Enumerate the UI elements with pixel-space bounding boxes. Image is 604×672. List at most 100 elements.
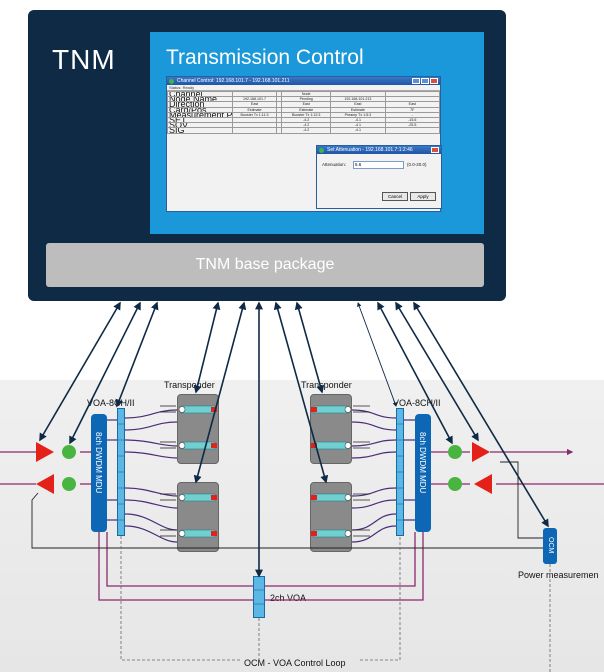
maximize-icon[interactable] <box>421 78 429 84</box>
fiber-line <box>265 532 416 587</box>
channel-fiber <box>124 409 178 419</box>
power-measurement-label: Power measuremen <box>518 570 599 580</box>
table-cell: SIG <box>167 127 234 134</box>
channel-fiber <box>351 421 397 431</box>
transponder-port <box>180 405 216 414</box>
port-client <box>344 406 352 413</box>
transponder-port <box>180 529 216 538</box>
port-client <box>344 494 352 501</box>
control-loop-line <box>360 536 401 661</box>
close-icon[interactable] <box>430 78 438 84</box>
minimize-icon[interactable] <box>412 78 420 84</box>
table-cell <box>275 127 283 134</box>
control-loop-label: OCM - VOA Control Loop <box>244 658 346 668</box>
management-link <box>193 301 247 484</box>
channel-fiber <box>124 451 178 459</box>
cancel-button[interactable]: Cancel <box>382 192 408 201</box>
channel-fiber <box>124 439 178 447</box>
app-icon <box>169 78 174 84</box>
window-buttons <box>430 147 439 156</box>
channel-fiber <box>124 487 178 497</box>
monitoring-tap <box>500 461 543 539</box>
port-client <box>178 494 186 501</box>
attenuation-input[interactable]: 5.6 <box>353 161 404 169</box>
channel-control-title: Channel Control: 192.168.101.7 - 192.168… <box>177 78 290 84</box>
close-icon[interactable] <box>431 147 439 153</box>
channel-fiber <box>351 525 397 543</box>
amplifier-icon <box>474 474 492 494</box>
port-line <box>311 531 317 536</box>
monitor-icon <box>62 477 76 491</box>
apply-button[interactable]: Apply <box>410 192 436 201</box>
amplifier-icon <box>36 442 54 462</box>
transponder-port <box>180 493 216 502</box>
port-client <box>344 530 352 537</box>
window-buttons <box>411 78 438 87</box>
channel-fiber <box>124 525 178 543</box>
fiber-line <box>98 532 253 601</box>
management-link <box>294 301 325 394</box>
management-link <box>377 301 453 445</box>
channel-fiber <box>351 409 397 419</box>
table-row: SIG-4.2-4.1 <box>167 127 440 134</box>
port-client <box>178 406 186 413</box>
channel-fiber <box>351 499 397 509</box>
management-link <box>413 301 549 528</box>
base-package-bar <box>46 243 484 287</box>
voa-ticks <box>117 423 404 605</box>
attenuation-titlebar: Set Attenuation - 192.168.101.7:1:2:46 <box>317 146 441 154</box>
tnm-title: TNM <box>52 44 116 75</box>
channel-control-titlebar: Channel Control: 192.168.101.7 - 192.168… <box>167 77 440 85</box>
port-line <box>211 531 217 536</box>
monitoring-taps <box>31 461 543 549</box>
transponder-ports <box>160 405 370 538</box>
channel-fiber <box>124 499 178 509</box>
base-package-label: TNM base package <box>195 256 335 273</box>
management-link <box>273 301 329 484</box>
status-bar: Status: Ready <box>167 85 440 91</box>
app-icon <box>319 147 324 153</box>
management-link <box>115 301 159 408</box>
channel-fiber <box>351 451 397 459</box>
port-line <box>311 495 317 500</box>
monitor-icon <box>62 445 76 459</box>
voa-2ch-label: 2ch VOA <box>270 593 307 603</box>
port-line <box>211 443 217 448</box>
channel-fiber <box>351 513 397 531</box>
table-cell <box>384 127 440 134</box>
channel-fiber <box>351 439 397 447</box>
control-loop <box>120 536 551 672</box>
amplifiers <box>36 442 492 494</box>
port-client <box>178 442 186 449</box>
attenuation-range: (0.0-20.0) <box>407 162 427 167</box>
management-link <box>357 302 397 407</box>
management-links <box>39 301 549 578</box>
monitor-icon <box>448 445 462 459</box>
transponder-port <box>180 441 216 450</box>
transponder-port <box>313 441 349 450</box>
channel-fibers <box>107 409 415 543</box>
table-row: Measurement PointBooster Tx 1:11:3Booste… <box>167 111 440 118</box>
fiber-line <box>265 532 424 601</box>
transponder-left-label: Transponder <box>164 380 215 390</box>
channel-fiber <box>351 487 397 497</box>
transponder-box <box>310 482 352 552</box>
transponder-port <box>313 529 349 538</box>
monitoring-tap <box>31 492 543 549</box>
attenuation-dialog-title: Set Attenuation - 192.168.101.7:1:2:46 <box>327 147 413 153</box>
monitor-icon <box>448 477 462 491</box>
channel-fiber <box>124 513 178 531</box>
amplifier-icon <box>472 442 490 462</box>
channel-fiber <box>124 421 178 431</box>
ocm-box <box>543 528 557 564</box>
transmission-control-title: Transmission Control <box>166 46 364 69</box>
attenuation-label: Attenuation: <box>322 162 347 167</box>
port-line <box>311 407 317 412</box>
management-link <box>193 301 221 394</box>
transponder-port <box>313 405 349 414</box>
set-attenuation-dialog: Set Attenuation - 192.168.101.7:1:2:46 A… <box>316 145 442 209</box>
